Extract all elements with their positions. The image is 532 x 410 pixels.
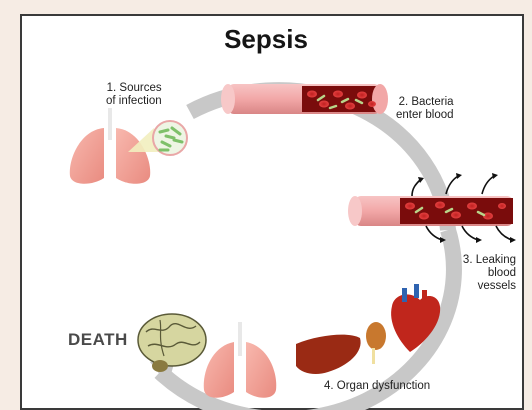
diagram-title: Sepsis: [0, 24, 532, 55]
blood-vessel-icon: [221, 84, 388, 114]
step-label-organ-dysfunction: 4. Organ dysfunction: [324, 380, 430, 393]
brain-icon: [138, 314, 206, 372]
kidney-icon: [366, 322, 386, 364]
outcome-label: DEATH: [68, 330, 128, 350]
lungs-icon: [204, 322, 277, 398]
step-label-bacteria-enter-blood: 2. Bacteria enter blood: [396, 96, 454, 122]
step-label-sources-of-infection: 1. Sources of infection: [106, 82, 162, 108]
liver-icon: [296, 335, 361, 374]
bacteria-zoom-icon: [128, 121, 187, 155]
step-label-leaking-blood-vessels: 3. Leaking blood vessels: [456, 254, 516, 293]
